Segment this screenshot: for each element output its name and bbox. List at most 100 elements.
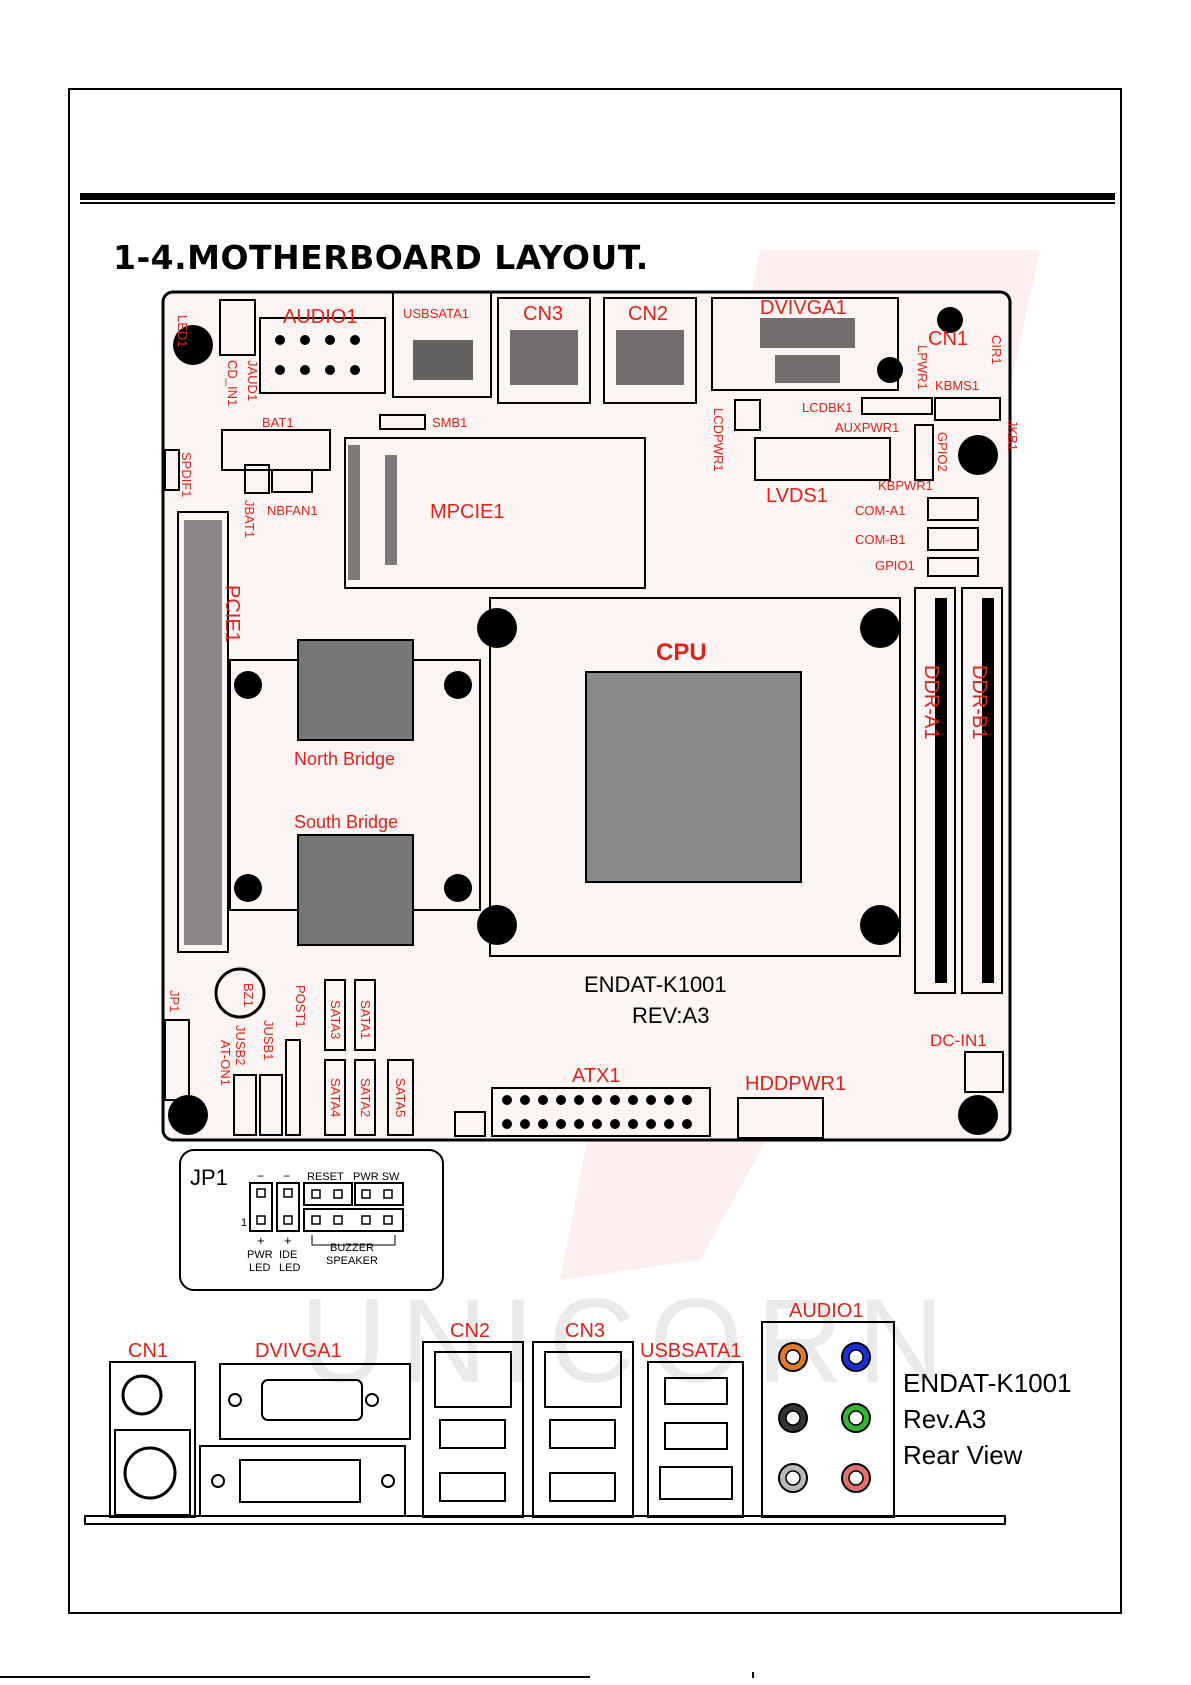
label-bat1: BAT1 <box>262 415 294 430</box>
rear-cn2-usb-bottom <box>439 1472 506 1502</box>
rear-dvi-screw-right <box>381 1474 395 1488</box>
usbsata1-ports <box>413 340 473 380</box>
sata1-port <box>354 979 376 1051</box>
audio1-pins <box>275 335 360 375</box>
audio-jack-hole-1 <box>785 1349 801 1365</box>
rear-dvi-housing <box>199 1445 406 1517</box>
label-sata3: SATA3 <box>328 1000 343 1039</box>
jp1-ide-led-pins <box>276 1182 300 1232</box>
audio-jack-hole-4 <box>848 1410 864 1426</box>
cpu-standoff-2 <box>860 608 900 648</box>
label-mpcie1: MPCIE1 <box>430 501 504 523</box>
bridge-screw-2 <box>444 671 472 699</box>
jp1-pwr-sw-pins <box>354 1182 404 1206</box>
rear-cn3-housing <box>532 1341 634 1518</box>
sata3-port <box>324 979 346 1051</box>
jp1-plus-2: + <box>284 1233 292 1248</box>
smb1-header <box>379 414 426 430</box>
rear-ps2-port-top <box>121 1374 163 1416</box>
sata4-port <box>324 1059 346 1136</box>
cpu-standoff-4 <box>860 905 900 945</box>
mpcie1-pins-left <box>348 445 360 580</box>
label-cn1: CN1 <box>928 328 968 350</box>
label-cn2: CN2 <box>628 303 668 325</box>
cn3-connector <box>497 297 591 404</box>
label-jusb1: JUSB1 <box>261 1020 276 1060</box>
mount-hole-bottom-left <box>168 1095 208 1135</box>
label-post1: POST1 <box>293 985 308 1028</box>
rear-vga-screw-left <box>228 1393 242 1407</box>
label-atx1: ATX1 <box>572 1065 621 1087</box>
footer-rule <box>0 1676 590 1678</box>
rear-cn3-usb-bottom <box>549 1472 616 1502</box>
label-led1: LED1 <box>175 315 190 348</box>
jusb1-header <box>259 1074 283 1136</box>
mount-hole-top-right <box>958 435 998 475</box>
rear-label-usbsata1: USBSATA1 <box>640 1340 742 1362</box>
label-jp1: JP1 <box>167 990 182 1012</box>
rear-audio-jacks <box>778 1342 871 1493</box>
bridge-screw-4 <box>444 874 472 902</box>
audio-jack-hole-6 <box>848 1470 864 1486</box>
audio-jack-hole-3 <box>785 1410 801 1426</box>
label-lcdpwr1: LCDPWR1 <box>711 408 726 472</box>
jp1-plus-1: + <box>257 1233 265 1248</box>
mpcie1-slot <box>344 437 646 589</box>
label-cpu: CPU <box>656 639 707 666</box>
usbsata1-connector <box>392 291 492 398</box>
atx1-connector <box>491 1087 711 1137</box>
jp1-header <box>164 1019 190 1101</box>
label-lpwr1: LPWR1 <box>915 345 930 390</box>
board-revision-text: REV:A3 <box>632 1003 709 1028</box>
pcie1-slot <box>177 511 229 953</box>
rear-vga-screw-right <box>365 1393 379 1407</box>
cn2-connector <box>603 297 697 404</box>
label-kbms1: KBMS1 <box>935 378 979 393</box>
cpu-retention-area <box>489 597 901 957</box>
rear-audio1-housing <box>761 1321 895 1518</box>
north-bridge-chip <box>297 639 414 741</box>
mount-hole-cn1-a <box>937 307 963 333</box>
ddr-a1-slot <box>914 587 956 994</box>
rear-label-audio1: AUDIO1 <box>789 1300 863 1322</box>
rear-cn2-rj45 <box>434 1351 512 1408</box>
label-hddpwr1: HDDPWR1 <box>745 1073 846 1095</box>
label-audio1: AUDIO1 <box>283 306 357 328</box>
gpio1-header <box>927 557 979 577</box>
board-model-text: ENDAT-K1001 <box>584 972 727 997</box>
south-bridge-chip <box>297 834 414 946</box>
mpcie1-pins-right <box>385 455 397 565</box>
rear-cn2-usb-top <box>439 1419 506 1449</box>
label-at-on1: AT-ON1 <box>218 1040 233 1086</box>
label-sata2: SATA2 <box>358 1078 373 1117</box>
label-nbfan1: NBFAN1 <box>267 503 318 518</box>
label-dc-in1: DC-IN1 <box>930 1031 987 1050</box>
label-com-a1: COM-A1 <box>855 503 906 518</box>
label-kbpwr1: KBPWR1 <box>878 478 933 493</box>
jp1-buzzer-label: BUZZER <box>330 1242 374 1254</box>
label-spdif1: SPDIF1 <box>179 452 194 498</box>
jp1-minus-1: − <box>257 1169 264 1183</box>
header-rule-thick <box>80 193 1115 200</box>
label-usbsata1: USBSATA1 <box>403 306 469 321</box>
board-labels: LED1 CD_IN1 JAUD1 AUDIO1 USBSATA1 CN3 CN… <box>167 297 1020 1117</box>
rear-cn3-rj45 <box>544 1351 622 1408</box>
jp1-ide-led-line2: LED <box>279 1262 300 1274</box>
jp1-pwr-led-pins <box>249 1182 273 1232</box>
section-heading: 1-4.MOTHERBOARD LAYOUT. <box>113 238 649 277</box>
dc-in1-connector <box>964 1051 1004 1093</box>
mount-hole-bottom-right <box>958 1095 998 1135</box>
audio-jack-hole-5 <box>785 1470 801 1486</box>
rear-dvi-screw-left <box>211 1474 225 1488</box>
gpio2-header <box>914 424 934 481</box>
bridge-screw-3 <box>234 874 262 902</box>
label-gpio2: GPIO2 <box>935 432 950 472</box>
footer-mark <box>752 1672 754 1678</box>
jp1-pin-dots <box>256 1188 393 1225</box>
rear-label-cn3: CN3 <box>565 1320 605 1342</box>
jp1-minus-2: − <box>283 1169 290 1183</box>
rear-usbsata1-usb-bottom <box>664 1422 728 1450</box>
jp1-detail-title: JP1 <box>190 1165 228 1190</box>
jp1-buzzer-speaker-pins <box>303 1208 404 1232</box>
label-sata4: SATA4 <box>328 1078 343 1117</box>
